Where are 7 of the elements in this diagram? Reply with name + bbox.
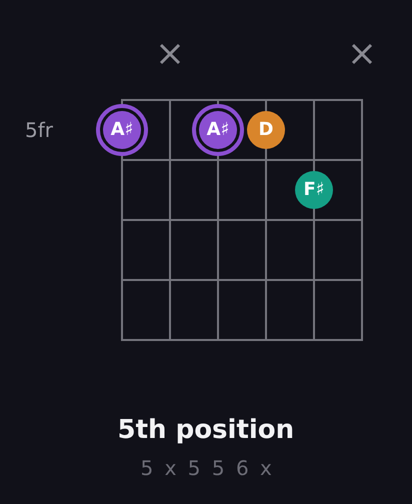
root-note-marker: A♯ (96, 104, 148, 156)
chord-title: 5th position (118, 414, 294, 446)
note-marker: D (247, 111, 285, 149)
note-marker: F♯ (295, 171, 333, 209)
fret-label: 5fr (25, 118, 53, 142)
fret-sequence: 5 x 5 5 6 x (140, 456, 272, 480)
root-note-marker: A♯ (192, 104, 244, 156)
